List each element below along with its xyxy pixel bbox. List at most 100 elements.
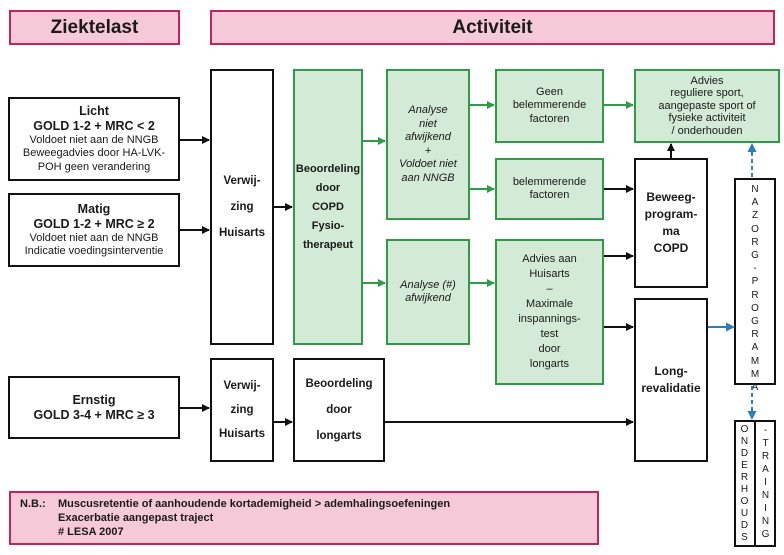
long-line: revalidatie	[641, 381, 701, 395]
header-ziektelast-label: Ziektelast	[50, 16, 139, 38]
box-analyse-niet-afwijkend: Analyse niet afwijkend + Voldoet niet aa…	[386, 69, 470, 220]
geen-line: belemmerende	[512, 99, 587, 112]
nazorg-letter: A	[751, 342, 759, 354]
onderhouds-letter: O	[740, 496, 749, 507]
onderhouds-letter: O	[740, 424, 749, 435]
box-matig: Matig GOLD 1-2 + MRC ≥ 2 Voldoet niet aa…	[8, 193, 180, 267]
advies-huisarts-line: Advies aan	[522, 253, 577, 265]
box-nazorg-programma	[734, 178, 776, 385]
ernstig-title: Ernstig	[72, 392, 116, 407]
box-ernstig: Ernstig GOLD 3-4 + MRC ≥ 3	[8, 376, 180, 439]
note-label: N.B.:	[20, 498, 46, 510]
training-letter: I	[764, 503, 767, 514]
matig-gold: GOLD 1-2 + MRC ≥ 2	[33, 216, 155, 231]
verwijzing-line: Verwij-	[223, 380, 261, 392]
fysio-line: therapeut	[302, 238, 354, 251]
advies-huisarts-line: Maximale	[525, 298, 574, 310]
analyse-top-line: niet	[419, 117, 437, 130]
verwijzing-line: zing	[230, 201, 254, 213]
note-line: Exacerbatie aangepast traject	[58, 512, 214, 524]
matig-line: Voldoet niet aan de NNGB	[29, 231, 159, 244]
box-licht: Licht GOLD 1-2 + MRC < 2 Voldoet niet aa…	[8, 97, 180, 181]
header-ziektelast: Ziektelast	[9, 10, 180, 45]
header-activiteit: Activiteit	[210, 10, 775, 45]
verwijzing-line: Huisarts	[218, 428, 266, 440]
fysio-line: Beoordeling	[295, 162, 361, 175]
licht-line: Voldoet niet aan de NNGB	[29, 133, 159, 146]
advies-sport-line: aangepaste sport of	[658, 99, 756, 112]
analyse-bottom-line: afwijkend	[405, 292, 451, 304]
nazorg-letter: -	[753, 263, 757, 275]
training-letter: -	[763, 425, 768, 436]
analyse-top-line: afwijkend	[405, 131, 451, 143]
onderhouds-letter: D	[740, 448, 749, 459]
note-line: # LESA 2007	[58, 526, 124, 538]
nazorg-letter: R	[751, 329, 759, 341]
nazorg-letter: G	[751, 250, 759, 262]
advies-huisarts-line: Huisarts	[529, 268, 570, 280]
advies-sport-line: / onderhouden	[671, 124, 743, 137]
advies-huisarts-line: –	[546, 283, 553, 295]
box-advies-sport: Advies reguliere sport, aangepaste sport…	[634, 69, 780, 143]
verwijzing-line: zing	[230, 404, 254, 416]
nazorg-letter: O	[751, 223, 759, 235]
verwijzing-line: Verwij-	[223, 175, 261, 187]
nazorg-letter: R	[751, 289, 759, 301]
analyse-top-line: Analyse	[408, 104, 448, 116]
note-box	[9, 491, 599, 545]
advies-sport-line: Advies	[690, 74, 724, 87]
longarts-line: door	[326, 404, 352, 416]
longarts-line: longarts	[316, 430, 362, 442]
analyse-top-line: aan NNGB	[401, 171, 455, 184]
advies-huisarts-line: test	[540, 328, 559, 340]
nazorg-letter: A	[751, 197, 759, 209]
training-letter: I	[764, 477, 767, 488]
nazorg-letter: N	[751, 184, 759, 195]
analyse-bottom-line: Analyse (#)	[400, 278, 456, 291]
fysio-line: Fysio-	[311, 219, 345, 232]
analyse-top-line: +	[424, 144, 432, 157]
box-belemmerende-factoren: belemmerende factoren	[495, 158, 604, 220]
advies-sport-line: fysieke activiteit	[668, 112, 746, 125]
belemmerende-line: belemmerende	[512, 175, 587, 188]
advies-huisarts-line: door	[538, 343, 561, 355]
box-analyse-afwijkend: Analyse (#) afwijkend	[386, 239, 470, 345]
box-geen-belemmerende-factoren: Geen belemmerende factoren	[495, 69, 604, 143]
onderhouds-divider	[754, 422, 756, 545]
nazorg-letter: O	[751, 302, 759, 314]
long-line: Long-	[654, 364, 688, 378]
matig-title: Matig	[77, 201, 111, 216]
nazorg-letter: Z	[751, 210, 759, 222]
belemmerende-line: factoren	[529, 189, 570, 201]
analyse-top-line: Voldoet niet	[399, 158, 457, 170]
nazorg-letter: A	[751, 382, 759, 394]
training-letter: N	[761, 516, 770, 527]
licht-gold: GOLD 1-2 + MRC < 2	[33, 118, 155, 133]
licht-title: Licht	[79, 103, 109, 118]
geen-line: Geen	[536, 85, 563, 98]
box-beoordeling-longarts: Beoordeling door longarts	[293, 358, 385, 462]
advies-huisarts-line: longarts	[529, 358, 570, 370]
box-advies-huisarts: Advies aan Huisarts – Maximale inspannin…	[495, 239, 604, 385]
onderhouds-letter: E	[741, 460, 748, 471]
nazorg-letter: M	[750, 368, 760, 380]
fysio-line: COPD	[312, 200, 344, 213]
box-beoordeling-fysio: Beoordeling door COPD Fysio- therapeut	[293, 69, 363, 345]
header-activiteit-label: Activiteit	[452, 16, 533, 38]
onderhouds-letter: D	[740, 520, 749, 531]
beweeg-line: Beweeg-	[646, 190, 696, 204]
box-verwijzing-huisarts-top: Verwij- zing Huisarts	[210, 69, 274, 345]
beweeg-line: ma	[662, 224, 680, 238]
ernstig-gold: GOLD 3-4 + MRC ≥ 3	[33, 407, 155, 422]
training-letter: N	[761, 490, 770, 501]
box-longrevalidatie: Long- revalidatie	[634, 298, 708, 462]
training-letter: R	[761, 451, 770, 462]
note-line: Muscusretentie of aanhoudende kortademig…	[58, 498, 451, 510]
onderhouds-letter: R	[740, 472, 749, 483]
nazorg-letter: M	[750, 355, 760, 367]
nazorg-letter: R	[751, 236, 759, 248]
licht-line: Beweegadvies door HA-LVK-	[22, 147, 166, 160]
